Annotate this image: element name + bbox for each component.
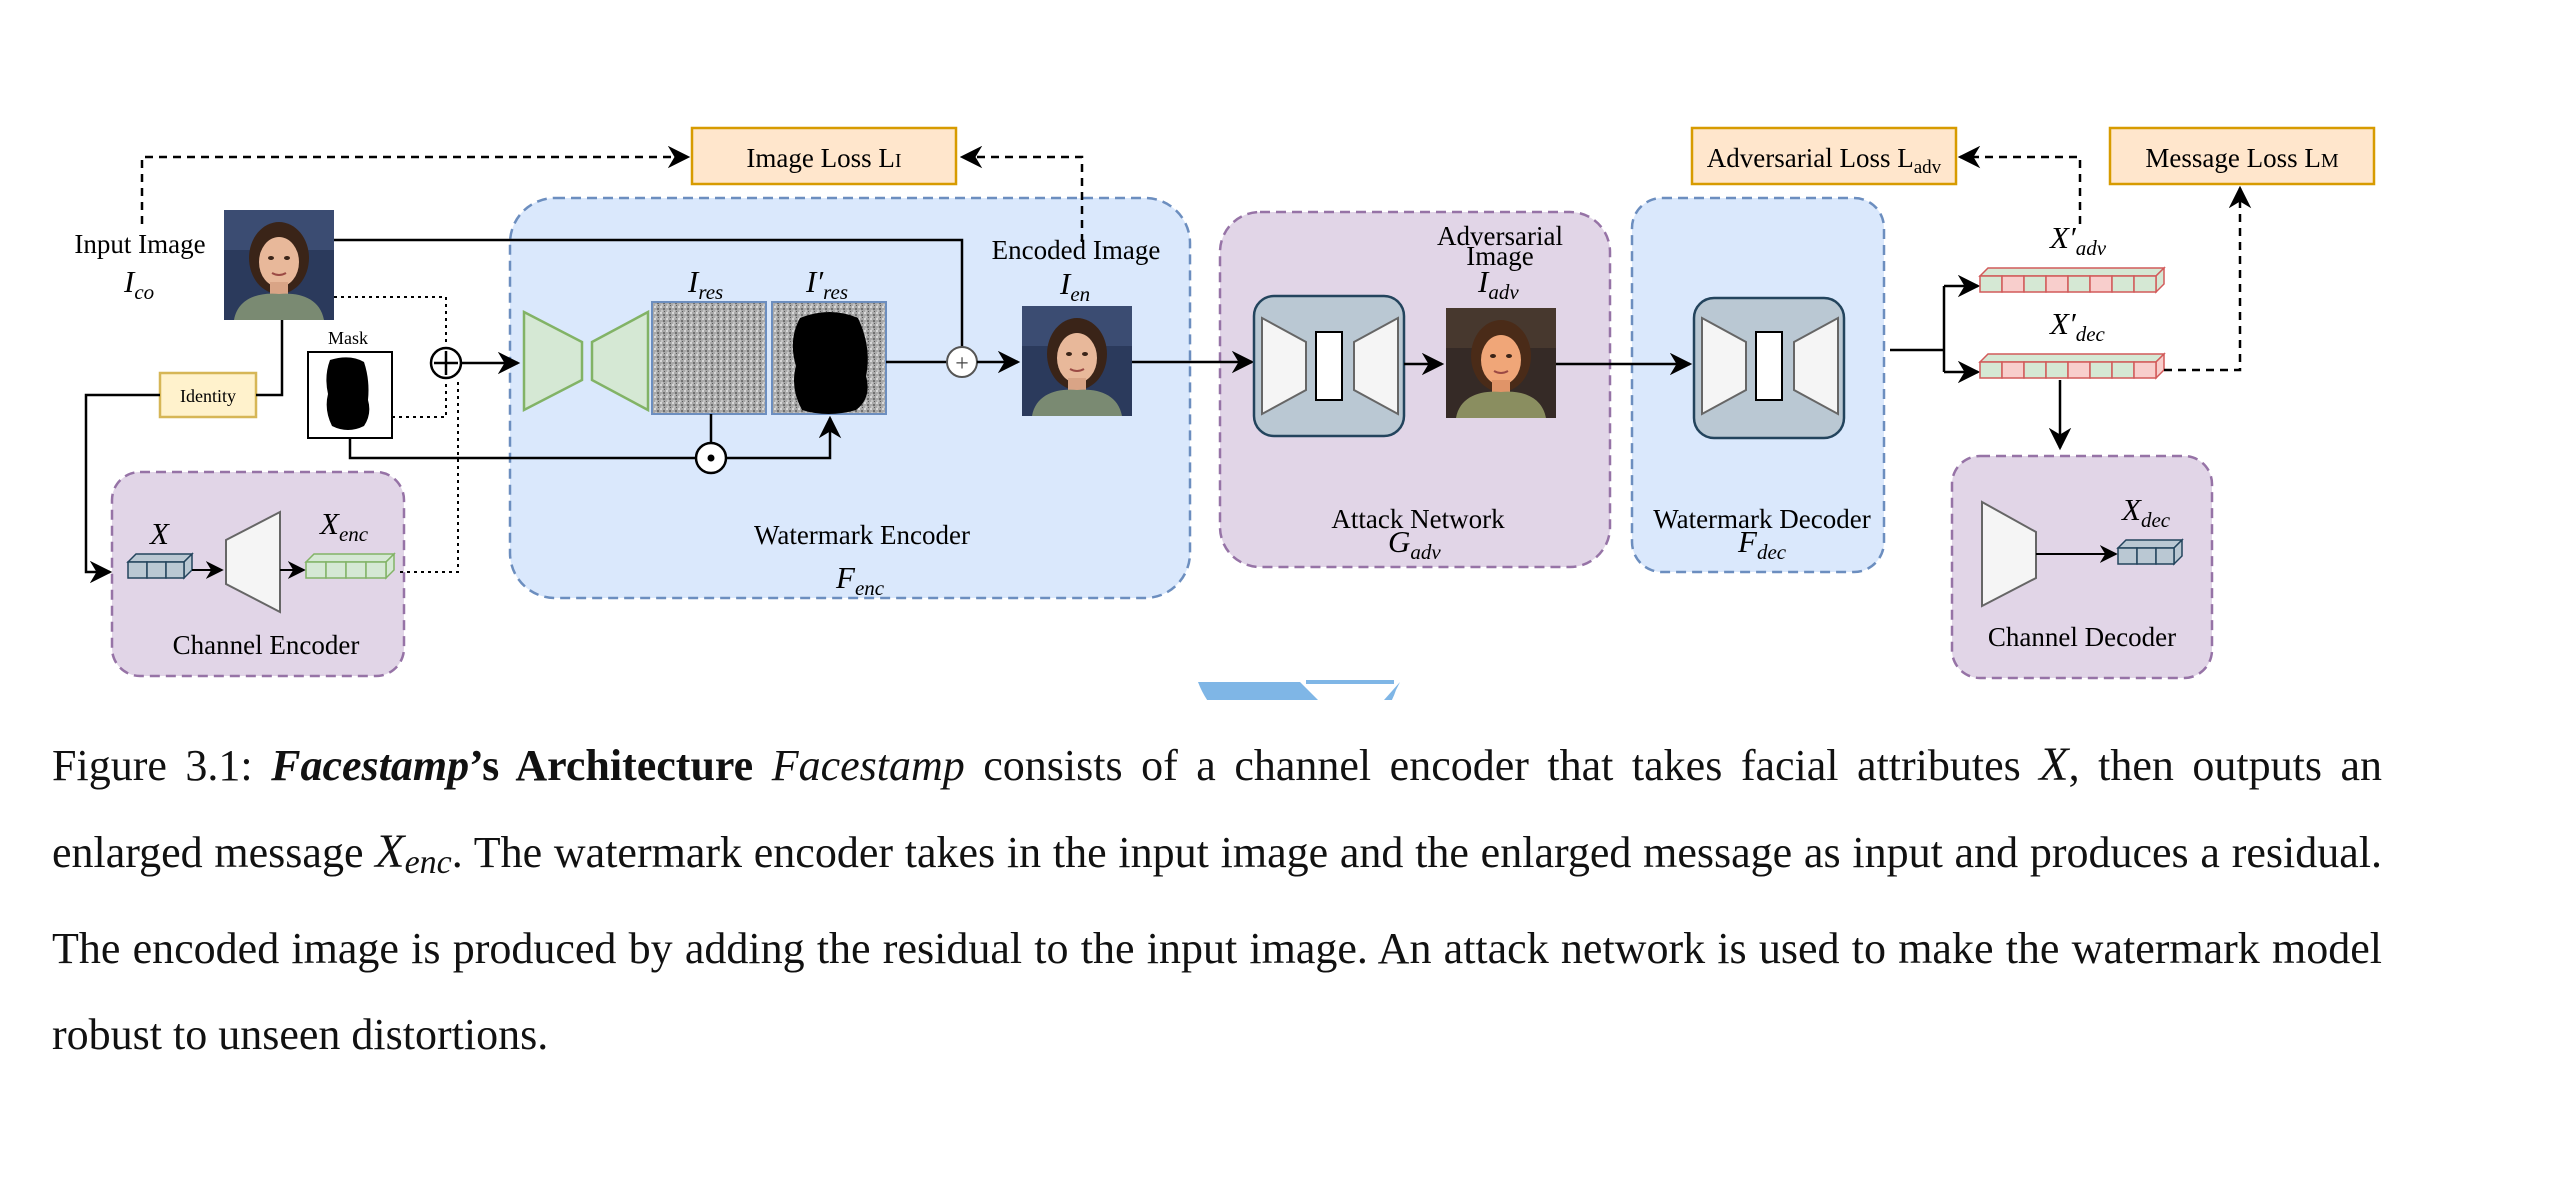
mask-to-concat-line	[392, 380, 447, 418]
channel-encoder-trapezoid	[225, 510, 281, 614]
attack-network-label: Attack Network	[1331, 504, 1505, 534]
x-adv-prime-symbol: X′adv	[2048, 220, 2107, 260]
message-loss-box	[2108, 126, 2376, 186]
encoder-trapezoid-left	[522, 309, 584, 413]
decoder-bottleneck	[1755, 331, 1783, 401]
adversarial-image-label-1: Adversarial	[1437, 221, 1563, 251]
x-enc-vector	[304, 552, 396, 580]
g-adv-symbol: Gadv	[1388, 524, 1441, 564]
figure-caption: Figure 3.1: Facestamp’s Architecture Fac…	[52, 722, 2382, 1078]
image-loss-label: Image Loss LI	[746, 143, 901, 173]
x-dec-symbol: Xdec	[2120, 492, 2171, 532]
input-to-concat-line	[334, 296, 447, 346]
x-dec-vector	[2116, 538, 2184, 566]
xenc-to-concat-line	[400, 380, 459, 573]
xadv-to-adv-loss-line	[1957, 145, 2082, 224]
x-adv-prime-vector	[1978, 266, 2166, 294]
i-res-symbol: Ires	[687, 264, 723, 304]
identity-to-channel-encoder-line	[84, 393, 160, 584]
channel-decoder-trapezoid	[1981, 500, 2037, 608]
figure-number: Figure 3.1:	[52, 741, 272, 790]
face-to-identity-line	[256, 320, 284, 397]
encoded-image-label: Encoded Image	[992, 235, 1161, 265]
multiply-dot	[707, 454, 715, 462]
encoded-to-image-loss-line	[959, 145, 1084, 242]
adversarial-image-label-2: Image	[1466, 241, 1533, 271]
x-enc-symbol: Xenc	[318, 506, 369, 546]
watermark-graphic	[1198, 682, 1400, 700]
attack-trapezoid-right	[1353, 316, 1399, 416]
i-res-prime-symbol: I′res	[805, 264, 848, 304]
masked-residual-blob	[792, 312, 868, 414]
attack-bottleneck	[1315, 331, 1343, 401]
multiply-to-masked-line	[726, 415, 842, 460]
xdec-to-message-loss-line	[2164, 185, 2252, 372]
input-to-add-line	[334, 238, 964, 350]
encoded-image	[1021, 305, 1133, 417]
x-symbol: X	[148, 516, 170, 551]
caption-title-rest: ’s Architecture	[469, 741, 754, 790]
encoder-trapezoid-right	[590, 309, 650, 413]
x-dec-prime-symbol: X′dec	[2048, 306, 2106, 346]
decoder-trapezoid-right	[1793, 316, 1839, 416]
input-image	[223, 209, 335, 321]
watermark-encoder-label: Watermark Encoder	[754, 520, 970, 550]
concat-plus-glyph	[434, 351, 458, 375]
caption-title-name: Facestamp	[271, 741, 470, 790]
i-adv-symbol: Iadv	[1477, 264, 1519, 304]
architecture-diagram: Image Loss LI Adversarial Loss Ladv Mess…	[74, 126, 2376, 700]
caption-math-x: X	[2039, 738, 2069, 791]
caption-text-3: . The watermark encoder takes in the inp…	[52, 828, 2382, 1059]
residual-image	[651, 301, 767, 415]
caption-math-xenc: Xenc	[375, 825, 452, 881]
f-enc-symbol: Fenc	[835, 560, 885, 600]
channel-decoder-label: Channel Decoder	[1988, 622, 2176, 652]
mask-to-multiply-line	[348, 438, 696, 460]
decoder-split-line	[1890, 286, 1946, 372]
i-en-symbol: Ien	[1059, 266, 1090, 306]
mask-label: Mask	[328, 328, 368, 348]
x-dec-prime-vector	[1978, 352, 2166, 380]
identity-label: Identity	[180, 386, 236, 406]
attack-trapezoid-left	[1261, 316, 1307, 416]
channel-decoder-panel	[1950, 454, 2214, 680]
caption-text-2: , then outputs an enlarged message	[52, 741, 2383, 877]
adversarial-loss-label: Adversarial Loss Ladv	[1707, 143, 1942, 178]
caption-facestamp: Facestamp	[771, 741, 965, 790]
f-dec-symbol: Fdec	[1737, 524, 1787, 564]
adversarial-image	[1445, 307, 1557, 419]
watermark-graphic-bar	[1306, 680, 1394, 684]
adversarial-loss-box	[1690, 126, 1958, 186]
x-vector	[126, 552, 194, 580]
mask-silhouette	[326, 357, 370, 430]
i-co-symbol: Ico	[123, 264, 154, 304]
input-image-label: Input Image	[74, 229, 205, 259]
image-loss-box	[690, 126, 958, 186]
message-loss-label: Message Loss LM	[2145, 143, 2338, 173]
watermark-decoder-label: Watermark Decoder	[1653, 504, 1870, 534]
channel-encoder-label: Channel Encoder	[173, 630, 360, 660]
caption-text-1: consists of a channel encoder that takes…	[964, 741, 2040, 790]
add-glyph: +	[955, 351, 969, 377]
decoder-trapezoid-left	[1701, 316, 1747, 416]
